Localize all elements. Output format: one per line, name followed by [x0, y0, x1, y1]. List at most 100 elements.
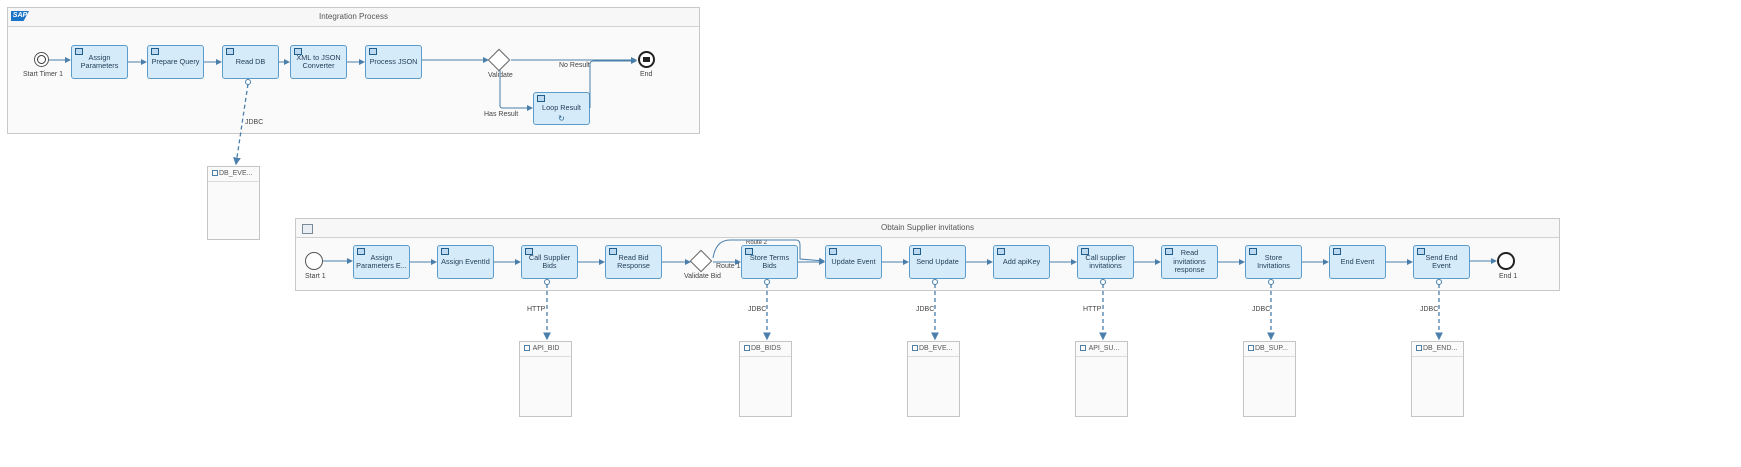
database-icon	[912, 345, 918, 351]
task-label: End Event	[1340, 256, 1375, 266]
task-store-terms-bids[interactable]: Store Terms Bids	[741, 245, 798, 279]
database-icon	[744, 345, 750, 351]
task-prepare-query[interactable]: Prepare Query	[147, 45, 204, 79]
task-label: Read DB	[235, 56, 266, 66]
script-icon	[997, 248, 1005, 255]
pool-1-flows	[49, 57, 637, 166]
no-result-label: No Result	[559, 62, 590, 69]
datastore-header: API_SU...	[1076, 342, 1127, 357]
task-read-db[interactable]: Read DB	[222, 45, 279, 79]
task-label: Update Event	[831, 256, 876, 266]
connector-origin	[932, 279, 938, 285]
task-label: Assign Parameters	[80, 52, 119, 70]
database-icon	[212, 170, 218, 176]
task-read-invitations-response[interactable]: Read invitations response	[1161, 245, 1218, 279]
task-send-update[interactable]: Send Update	[909, 245, 966, 279]
request-reply-icon	[1249, 248, 1257, 255]
route-2-label: Route 2	[746, 240, 768, 246]
task-update-event[interactable]: Update Event	[825, 245, 882, 279]
pool-header: Obtain Supplier invitations	[296, 219, 1559, 238]
task-store-invitations[interactable]: Store Invitations	[1245, 245, 1302, 279]
connector-origin	[245, 79, 251, 85]
message-end-event[interactable]	[638, 51, 655, 68]
jdbc-connection-label: JDBC	[245, 119, 264, 126]
http-connection-label: HTTP	[527, 306, 546, 313]
datastore-db-eve[interactable]: DB_EVE...	[907, 341, 960, 417]
converter-icon	[294, 48, 302, 55]
jdbc-connection-label: JDBC	[748, 306, 767, 313]
datastore-label: DB_EVE...	[219, 170, 253, 177]
pool-title: Obtain Supplier invitations	[881, 223, 974, 232]
end-event[interactable]	[1497, 252, 1515, 270]
datastore-header: DB_EVE...	[908, 342, 959, 357]
route-1-label: Route 1	[716, 263, 741, 270]
task-label: Add apiKey	[1002, 256, 1041, 266]
script-icon	[357, 248, 365, 255]
task-label: XML to JSON Converter	[296, 52, 341, 70]
task-read-bid-response[interactable]: Read Bid Response	[605, 245, 662, 279]
sap-logo: SAP	[11, 11, 29, 21]
datastore-db-sup[interactable]: DB_SUP...	[1243, 341, 1296, 417]
connector-origin	[1268, 279, 1274, 285]
datastore-api-su[interactable]: API_SU...	[1075, 341, 1128, 417]
pool-header: SAP Integration Process	[8, 8, 699, 27]
has-result-flow	[499, 70, 533, 111]
task-loop-result[interactable]: Loop Result ↻	[533, 92, 590, 125]
connector-origins	[544, 279, 1442, 285]
loop-return-flow	[589, 58, 637, 108]
task-label: Call Supplier Bids	[528, 252, 571, 270]
end-1-label: End 1	[1499, 273, 1518, 280]
timer-start-event[interactable]	[34, 52, 49, 67]
route-2-flow	[712, 239, 825, 264]
jdbc-message-flow	[233, 83, 249, 166]
task-assign-eventid[interactable]: Assign EventId	[437, 245, 494, 279]
datastore-label: DB_END...	[1423, 345, 1458, 352]
content-modifier-icon	[1333, 248, 1341, 255]
jdbc-connection-label: JDBC	[916, 306, 935, 313]
task-label: Read Bid Response	[617, 252, 650, 270]
task-send-end-event[interactable]: Send End Event	[1413, 245, 1470, 279]
has-result-label: Has Result	[484, 111, 519, 118]
task-label: Loop Result	[542, 103, 581, 113]
content-modifier-icon	[609, 248, 617, 255]
jdbc-connection-label: JDBC	[1420, 306, 1439, 313]
task-process-json[interactable]: Process JSON	[365, 45, 422, 79]
process-icon	[302, 224, 313, 234]
task-label: Read invitations response	[1173, 248, 1206, 275]
task-end-event[interactable]: End Event	[1329, 245, 1386, 279]
task-label: Send Update	[916, 256, 959, 266]
datastore-label: DB_SUP...	[1255, 345, 1288, 352]
datastore-header: DB_SUP...	[1244, 342, 1295, 357]
task-label: Process JSON	[369, 56, 418, 66]
jdbc-connection-label: JDBC	[1252, 306, 1271, 313]
datastore-api-bid[interactable]: API_BID	[519, 341, 572, 417]
datastore-db-end[interactable]: DB_END...	[1411, 341, 1464, 417]
datastore-db-eve[interactable]: DB_EVE...	[207, 166, 260, 240]
task-call-supplier-invitations[interactable]: Call supplier invitations	[1077, 245, 1134, 279]
connector-origin	[544, 279, 550, 285]
task-add-apikey[interactable]: Add apiKey	[993, 245, 1050, 279]
database-icon	[1416, 345, 1422, 351]
connector-origin	[764, 279, 770, 285]
task-xml-to-json[interactable]: XML to JSON Converter	[290, 45, 347, 79]
http-connection-label: HTTP	[1083, 306, 1102, 313]
request-reply-icon	[1417, 248, 1425, 255]
database-icon	[524, 345, 530, 351]
content-modifier-icon	[829, 248, 837, 255]
end-label: End	[640, 71, 653, 78]
datastore-header: DB_END...	[1412, 342, 1463, 357]
task-label: Call supplier invitations	[1085, 252, 1126, 270]
validate-bid-label: Validate Bid	[684, 273, 721, 280]
datastore-label: DB_BIDS	[751, 345, 781, 352]
script-icon	[75, 48, 83, 55]
task-call-supplier-bids[interactable]: Call Supplier Bids	[521, 245, 578, 279]
pool-2-flows	[323, 239, 1497, 341]
datastore-label: API_BID	[532, 345, 560, 352]
start-event[interactable]	[305, 252, 323, 270]
content-modifier-icon	[369, 48, 377, 55]
database-icon	[1248, 345, 1254, 351]
task-assign-parameters[interactable]: Assign Parameters	[71, 45, 128, 79]
datastore-label: DB_EVE...	[919, 345, 953, 352]
datastore-db-bids[interactable]: DB_BIDS	[739, 341, 792, 417]
task-assign-parameters-e[interactable]: Assign Parameters E...	[353, 245, 410, 279]
